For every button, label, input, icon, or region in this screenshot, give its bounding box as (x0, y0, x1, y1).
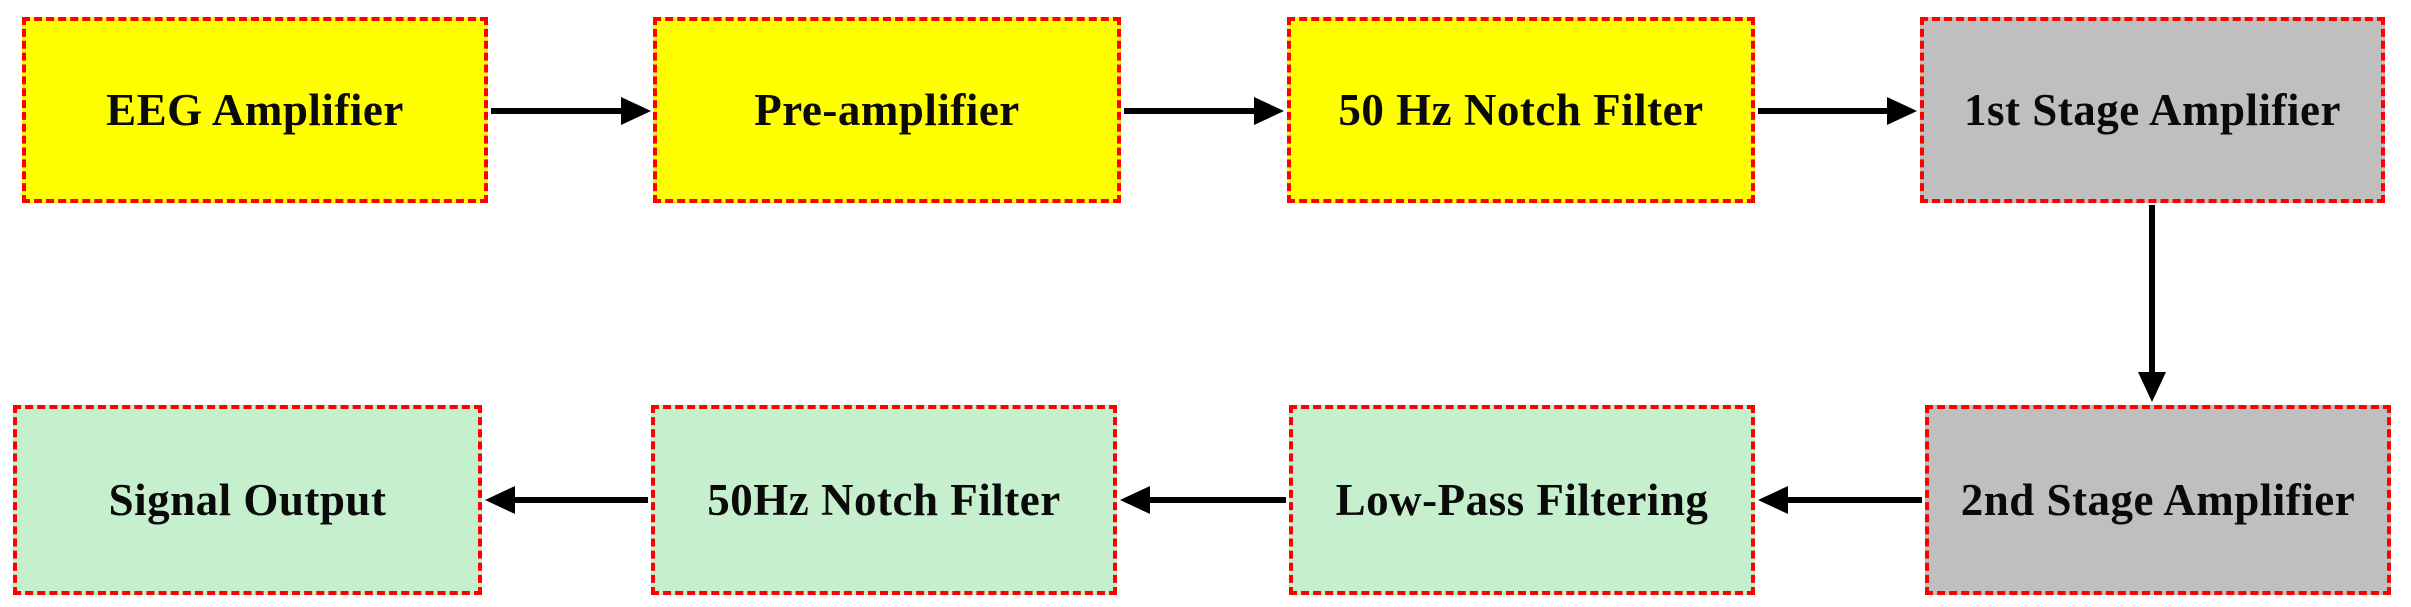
node-50hz-notch-filter-top: 50 Hz Notch Filter (1287, 17, 1755, 203)
node-pre-amplifier: Pre-amplifier (653, 17, 1121, 203)
arrow-1st-to-2nd-stage (2138, 205, 2166, 402)
arrow-lowpass-to-notch (1120, 486, 1286, 514)
node-label: 50Hz Notch Filter (707, 475, 1061, 525)
node-1st-stage-amplifier: 1st Stage Amplifier (1920, 17, 2385, 203)
node-eeg-amplifier: EEG Amplifier (22, 17, 488, 203)
arrow-notch-to-signal-output (485, 486, 648, 514)
node-2nd-stage-amplifier: 2nd Stage Amplifier (1925, 405, 2391, 595)
node-label: Low-Pass Filtering (1335, 475, 1709, 525)
node-50hz-notch-filter-bottom: 50Hz Notch Filter (651, 405, 1117, 595)
node-label: 2nd Stage Amplifier (1960, 475, 2356, 525)
node-label: 50 Hz Notch Filter (1338, 85, 1704, 135)
node-signal-output: Signal Output (13, 405, 482, 595)
node-label: Signal Output (108, 475, 387, 525)
node-label: EEG Amplifier (106, 85, 404, 135)
arrow-2nd-stage-to-lowpass (1758, 486, 1922, 514)
arrow-notch-to-1st-stage (1758, 97, 1917, 125)
node-label: Pre-amplifier (754, 85, 1020, 135)
node-low-pass-filtering: Low-Pass Filtering (1289, 405, 1755, 595)
arrow-eeg-to-preamp (491, 97, 651, 125)
arrow-preamp-to-notch (1124, 97, 1284, 125)
node-label: 1st Stage Amplifier (1964, 85, 2341, 135)
